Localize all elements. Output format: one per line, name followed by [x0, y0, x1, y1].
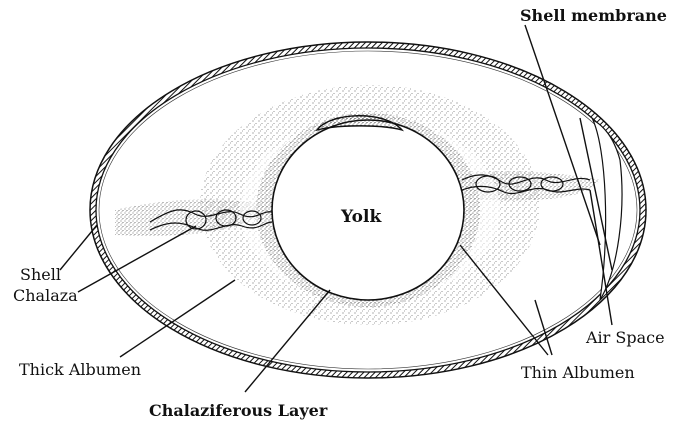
label-shell-membrane: Shell membrane — [520, 6, 667, 25]
label-chalaza: Chalaza — [13, 286, 78, 305]
leader-shell — [60, 225, 97, 270]
label-air-space: Air Space — [585, 328, 665, 347]
label-chalaziferous-layer: Chalaziferous Layer — [149, 401, 328, 420]
label-thick-albumen: Thick Albumen — [19, 360, 141, 379]
label-shell: Shell — [20, 265, 61, 284]
label-yolk: Yolk — [340, 207, 382, 227]
label-thin-albumen: Thin Albumen — [521, 363, 635, 382]
